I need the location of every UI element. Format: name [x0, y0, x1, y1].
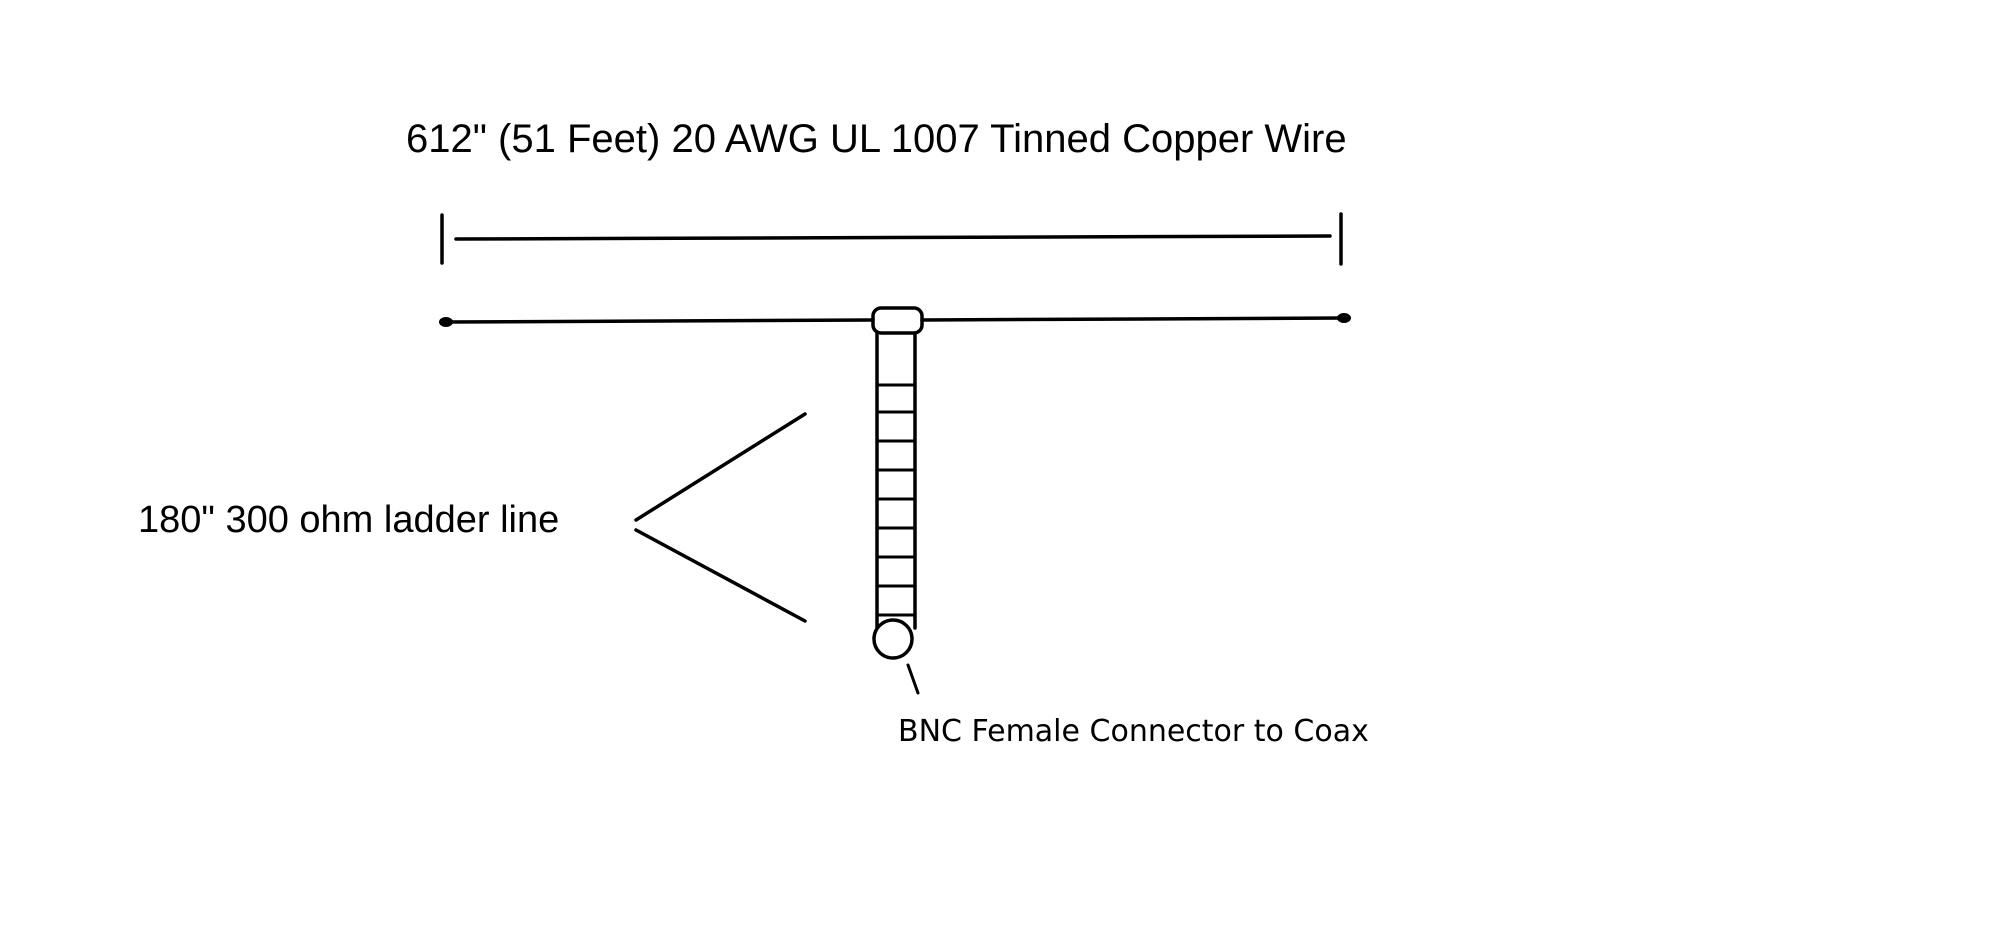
dimension-line	[440, 212, 1343, 266]
ladder-callout-lines	[634, 412, 807, 623]
ladder-line	[875, 331, 917, 630]
ladder-label: 180" 300 ohm ladder line	[138, 499, 559, 541]
dipole-wire-right	[920, 316, 1346, 322]
callout-line-upper	[634, 412, 807, 522]
dimension-bar	[454, 234, 1332, 241]
dipole-wire	[439, 313, 1351, 327]
connector-label: BNC Female Connector to Coax	[898, 714, 1369, 749]
callout-line-lower	[634, 528, 807, 623]
bnc-connector	[872, 618, 914, 660]
wire-end-left	[439, 317, 453, 327]
dipole-wire-left	[444, 318, 875, 324]
wire-label: 612" (51 Feet) 20 AWG UL 1007 Tinned Cop…	[406, 117, 1347, 161]
ladder-rungs	[877, 383, 915, 617]
center-insulator	[871, 306, 924, 335]
connector-leader-line	[906, 663, 920, 695]
wire-end-right	[1337, 313, 1351, 323]
